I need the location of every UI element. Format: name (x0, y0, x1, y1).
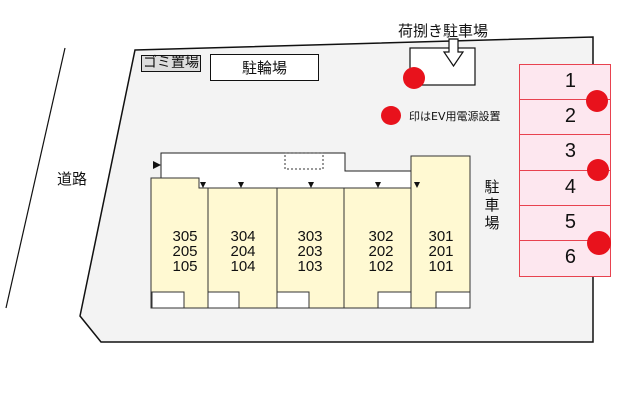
ev-marker-5-6 (587, 231, 611, 255)
ev-legend-dot (381, 106, 401, 125)
road-label: 道路 (57, 170, 88, 188)
entrance-arrow-icon (153, 161, 161, 169)
arrow-down-icon (442, 38, 465, 68)
loading-parking-label: 荷捌き駐車場 (398, 22, 489, 40)
ev-legend-text: 印はEV用電源設置 (409, 110, 501, 123)
ev-marker-loading (403, 67, 425, 89)
road-line (5, 47, 66, 309)
bicycle-parking-label: 駐輪場 (241, 59, 287, 77)
bicycle-parking: 駐輪場 (210, 54, 319, 81)
garbage-area: ゴミ置場 (141, 55, 201, 72)
ev-marker-1-2 (586, 90, 608, 112)
parking-space-3: 3 (519, 134, 611, 171)
parking-label: 駐 車 場 (484, 178, 500, 232)
ev-marker-3-4 (587, 159, 609, 181)
